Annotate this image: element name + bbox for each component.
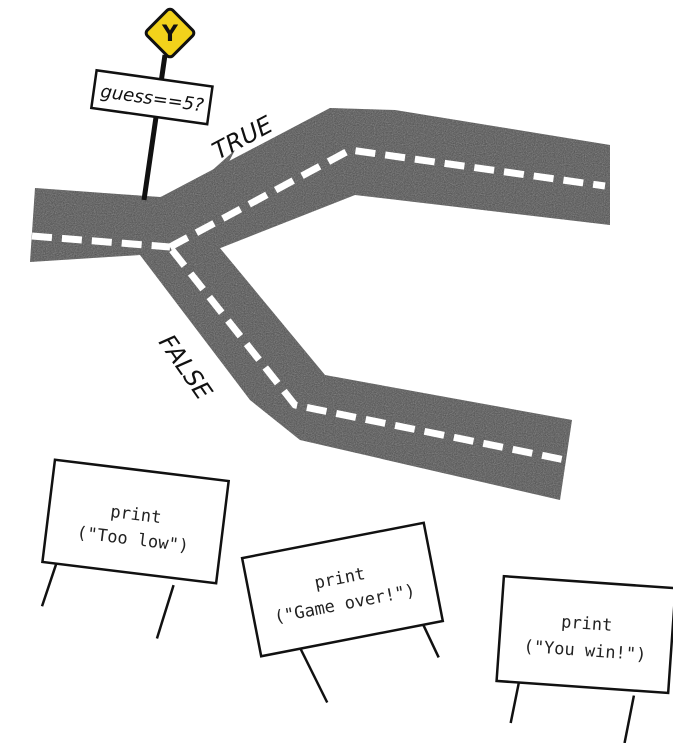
sign-game-over: print ("Game over!") xyxy=(242,523,454,713)
false-branch-road xyxy=(140,230,572,500)
true-branch-road xyxy=(155,108,610,262)
sign-you-win-line1: print xyxy=(561,612,613,636)
yield-fork-sign: Y xyxy=(145,8,196,59)
road xyxy=(30,108,610,500)
junction-signpost: Y guess==5? xyxy=(91,8,212,200)
fork-icon: Y xyxy=(161,22,179,47)
sign-you-win: print ("You win!") xyxy=(493,576,673,743)
condition-sign: guess==5? xyxy=(91,70,212,124)
sign-too-low: print ("Too low") xyxy=(35,460,229,645)
